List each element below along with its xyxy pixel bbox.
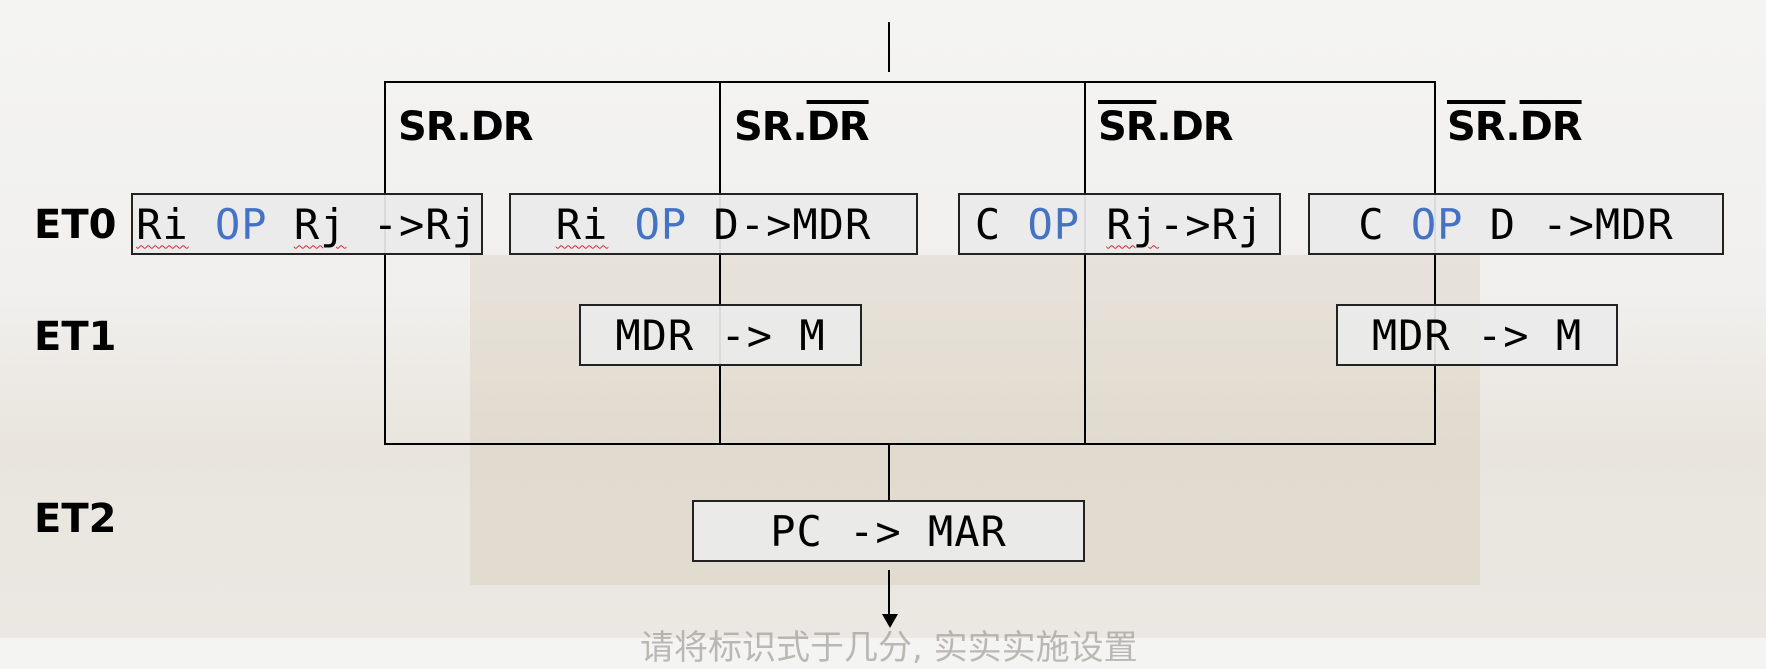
op-target: D ->MDR <box>1489 199 1674 249</box>
condition-notsr-notdr: SR.DR <box>1447 104 1583 150</box>
condition-sr-dr: SR.DR <box>398 104 534 150</box>
op-keyword: OP <box>1410 199 1464 249</box>
cond-right: DR <box>1519 104 1583 150</box>
op-et0-sr-dr: Ri OP Rj ->Rj <box>131 193 483 255</box>
op-target: D->MDR <box>713 199 872 249</box>
cond-left: SR <box>1098 104 1157 150</box>
branch-top-line <box>384 81 1436 83</box>
entry-line <box>888 22 890 72</box>
op-keyword: OP <box>634 199 688 249</box>
cond-right: DR <box>806 104 870 150</box>
op-et2: PC -> MAR <box>692 500 1085 562</box>
op-et0-notsr-dr: C OP Rj->Rj <box>958 193 1281 255</box>
cond-left: SR <box>1447 104 1506 150</box>
op-operand: Rj <box>293 199 347 249</box>
row-label-et1: ET1 <box>34 314 117 360</box>
branch-line-3 <box>1084 81 1086 445</box>
op-keyword: OP <box>1027 199 1081 249</box>
cond-right: DR <box>470 104 534 150</box>
caption-text: 请将标识式于几分, 实实实施设置 <box>640 628 1138 668</box>
op-et0-notsr-notdr: C OP D ->MDR <box>1308 193 1724 255</box>
op-operand: C <box>974 199 1002 249</box>
row-label-et0: ET0 <box>34 202 117 248</box>
op-et1-sr-notdr: MDR -> M <box>579 304 862 366</box>
cond-left: SR <box>398 104 457 150</box>
condition-sr-notdr: SR.DR <box>734 104 870 150</box>
op-et1-notsr-notdr: MDR -> M <box>1336 304 1618 366</box>
cond-left: SR <box>734 104 793 150</box>
branch-line-4 <box>1434 81 1436 445</box>
merge-down-line <box>888 443 890 500</box>
op-operand: Ri <box>136 199 189 249</box>
op-keyword: OP <box>214 199 268 249</box>
branch-line-2 <box>719 81 721 445</box>
op-target: ->Rj <box>1158 199 1265 249</box>
exit-line <box>888 570 890 616</box>
flowchart-diagram: SR.DR SR.DR SR.DR SR.DR ET0 ET1 ET2 Ri O… <box>34 22 1724 668</box>
condition-notsr-dr: SR.DR <box>1098 104 1234 150</box>
exit-arrowhead <box>882 614 898 628</box>
merge-bottom-line <box>384 443 1436 445</box>
branch-line-1 <box>384 81 386 445</box>
op-operand: Rj <box>1106 199 1159 249</box>
op-et0-sr-notdr: Ri OP D->MDR <box>509 193 918 255</box>
cond-right: DR <box>1170 104 1234 150</box>
row-label-et2: ET2 <box>34 496 117 542</box>
op-operand: C <box>1358 199 1385 249</box>
op-target: ->Rj <box>372 199 478 249</box>
op-operand: Ri <box>555 199 609 249</box>
